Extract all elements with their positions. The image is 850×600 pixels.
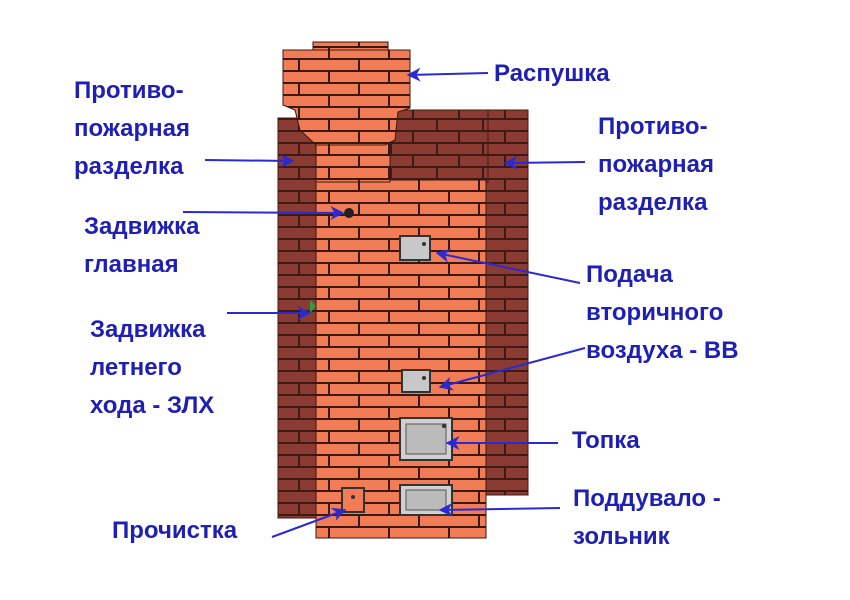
- label-summer-damper: Задвижка летнего хода - ЗЛХ: [90, 311, 214, 425]
- label-line: зольник: [573, 523, 670, 550]
- label-line: Подача: [586, 261, 673, 288]
- secondary-air-door-upper: [399, 235, 431, 261]
- label-line: главная: [84, 251, 179, 278]
- stove-body: [315, 129, 487, 539]
- label-line: разделка: [598, 189, 708, 216]
- label-line: Задвижка: [84, 213, 200, 240]
- secondary-air-door-lower: [401, 369, 431, 393]
- label-ash-pit: Поддувало - зольник: [573, 480, 721, 556]
- label-line: вторичного: [586, 299, 724, 326]
- label-fire-break-left: Противо- пожарная разделка: [74, 72, 190, 186]
- label-line: Противо-: [74, 77, 184, 104]
- label-corbel: Распушка: [494, 60, 610, 87]
- cleanout-door: [341, 487, 365, 513]
- fire-break-wall: [277, 109, 529, 519]
- summer-damper: [310, 300, 316, 313]
- label-line: пожарная: [74, 115, 191, 142]
- label-line: разделка: [74, 153, 184, 180]
- label-line: летнего: [90, 354, 182, 381]
- firebox-door: [399, 417, 453, 461]
- label-fire-break-right: Противо- пожарная разделка: [598, 108, 714, 222]
- label-main-damper: Задвижка главная: [84, 208, 200, 284]
- label-line: Поддувало -: [573, 485, 721, 512]
- chimney-corbel: [282, 41, 411, 146]
- label-line: пожарная: [598, 151, 715, 178]
- pointer-arrows: [182, 67, 586, 538]
- label-line: Задвижка: [90, 316, 206, 343]
- label-secondary-air: Подача вторичного воздуха - ВВ: [586, 256, 739, 370]
- label-firebox: Топка: [572, 427, 640, 454]
- main-damper: [344, 208, 354, 218]
- label-line: хода - ЗЛХ: [90, 392, 215, 419]
- label-cleanout: Прочистка: [112, 517, 238, 544]
- label-line: воздуха - ВВ: [586, 337, 739, 364]
- label-line: Противо-: [598, 113, 708, 140]
